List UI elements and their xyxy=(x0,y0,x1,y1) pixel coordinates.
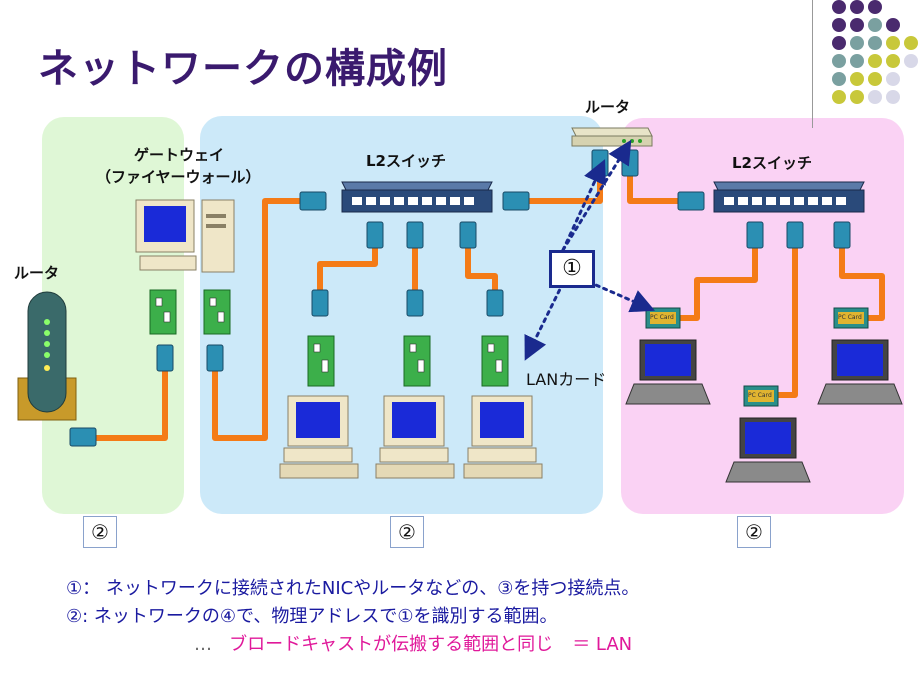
desktop-pc-3 xyxy=(463,395,543,479)
gateway-label-line2: （ファイヤーウォール） xyxy=(96,168,261,186)
switch-center-label: L2スイッチ xyxy=(366,152,446,170)
cable-router-to-right-switch xyxy=(627,172,680,204)
top-router-icon xyxy=(571,127,653,147)
segment-label-left: ② xyxy=(83,516,117,548)
connectors xyxy=(69,149,851,447)
gateway-label-line1: ゲートウェイ xyxy=(134,146,225,164)
cable-gateway-to-switch xyxy=(212,198,305,441)
segment-label-center: ② xyxy=(390,516,424,548)
pc-card-label-2: PC Card xyxy=(748,392,772,399)
center-switch-icon xyxy=(341,181,493,213)
switch-right-label: L2スイッチ xyxy=(732,154,812,172)
lan-card-label: LANカード xyxy=(526,370,607,389)
note-line-1: ①： ネットワークに接続されたNICやルータなどの、③を持つ接続点。 xyxy=(66,578,640,599)
right-switch-icon xyxy=(713,181,865,213)
decor-dot-grid xyxy=(832,0,919,128)
note-line-3-main: ブロードキャストが伝搬する範囲と同じ xyxy=(229,634,554,655)
segment-label-right: ② xyxy=(737,516,771,548)
note-line-3-suffix: ＝ LAN xyxy=(572,634,633,655)
cable-switch-to-pc3 xyxy=(465,240,498,300)
callout-arrows xyxy=(524,139,655,361)
page-title: ネットワークの構成例 xyxy=(38,46,448,92)
gateway-computer-icon xyxy=(135,199,235,273)
router-top-label: ルータ xyxy=(585,98,631,116)
cable-left-router-to-gateway xyxy=(96,370,168,441)
decor-divider xyxy=(812,0,813,128)
pc-card-label-3: PC Card xyxy=(838,314,862,321)
cable-right-switch-to-laptop2 xyxy=(778,240,798,398)
desktop-pcs xyxy=(279,395,543,479)
note-line-3: … ブロードキャストが伝搬する範囲と同じ ＝ LAN xyxy=(194,630,632,656)
callout-box: ① xyxy=(549,250,595,288)
router-left-label: ルータ xyxy=(14,264,60,282)
note-line-2: ②: ネットワークの④で、物理アドレスで①を識別する範囲。 xyxy=(66,606,558,627)
pc-card-label-1: PC Card xyxy=(650,314,674,321)
laptop-2 xyxy=(725,417,811,483)
laptop-1 xyxy=(625,339,711,405)
laptops xyxy=(625,339,903,483)
left-router-icon xyxy=(17,291,77,421)
lan-cards xyxy=(149,289,509,387)
desktop-pc-1 xyxy=(279,395,359,479)
desktop-pc-2 xyxy=(375,395,455,479)
cable-right-switch-to-laptop1 xyxy=(680,240,758,321)
cables xyxy=(96,172,885,441)
cable-right-switch-to-laptop3 xyxy=(839,240,885,321)
cable-switch-to-pc1 xyxy=(317,240,378,300)
note-line-3-prefix: … xyxy=(194,634,212,655)
laptop-3 xyxy=(817,339,903,405)
